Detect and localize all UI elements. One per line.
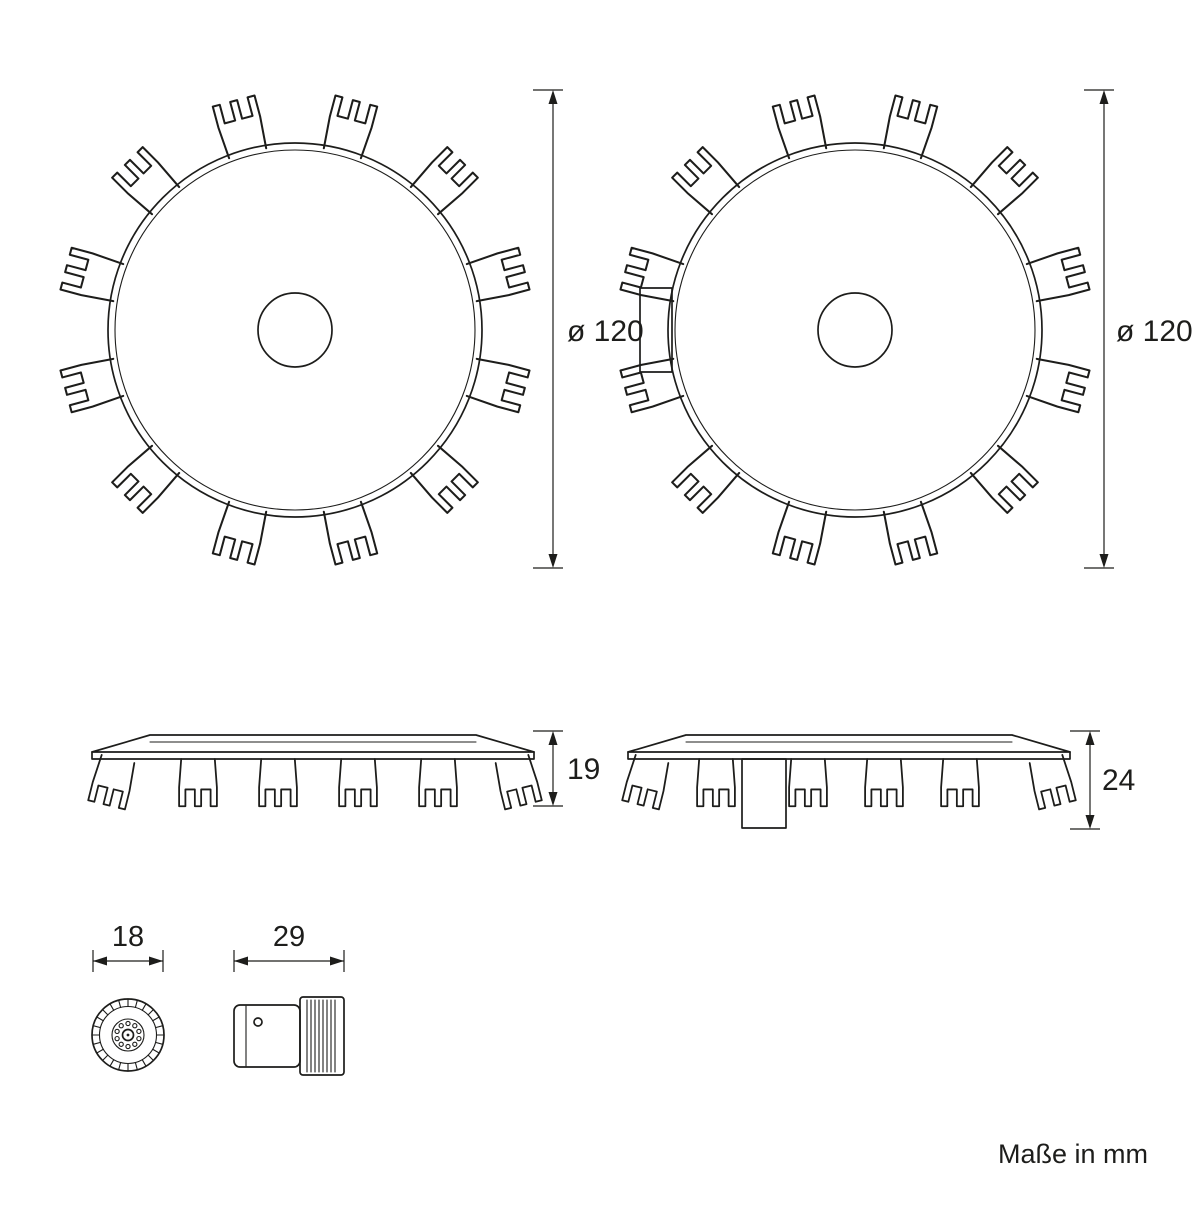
mounting-tab-side xyxy=(788,758,828,808)
mounting-tab xyxy=(465,357,531,414)
dim-label-base-length: 29 xyxy=(273,921,305,953)
mounting-tab xyxy=(409,146,479,216)
disc-top-view-left xyxy=(59,94,531,566)
mounting-tab xyxy=(671,444,741,514)
mounting-tab xyxy=(619,357,685,414)
mounting-tab xyxy=(59,246,125,303)
mounting-tab xyxy=(322,500,379,566)
latch-tab-side xyxy=(741,758,787,829)
dimension-annotations xyxy=(92,89,1114,972)
mounting-tab-side xyxy=(864,758,904,808)
mounting-tab xyxy=(111,444,181,514)
dim-label-disc-left-diameter: ø 120 xyxy=(567,315,644,348)
dim-label-disc-right-diameter: ø 120 xyxy=(1116,315,1193,348)
base-pin xyxy=(253,1017,263,1027)
dim-label-side-left-height: 19 xyxy=(567,753,600,786)
mounting-tab xyxy=(619,246,685,303)
disc-side-view-left xyxy=(87,734,543,811)
mounting-tab xyxy=(322,94,379,160)
lamp-base-side-view xyxy=(233,996,345,1076)
latch-tab xyxy=(639,287,673,373)
disc-top-view-right xyxy=(619,94,1091,566)
mounting-tab xyxy=(969,444,1039,514)
mounting-tab xyxy=(59,357,125,414)
mounting-tab xyxy=(211,94,268,160)
base-ribbed-cap xyxy=(299,996,345,1076)
dim-label-cap-diameter: 18 xyxy=(112,921,144,953)
mounting-tab xyxy=(1025,246,1091,303)
center-hole xyxy=(257,292,333,368)
mounting-tab-side xyxy=(87,754,136,811)
disc-side-view-right xyxy=(621,734,1077,829)
mounting-tab-side xyxy=(696,758,736,808)
mounting-tab xyxy=(882,500,939,566)
mounting-tab-side xyxy=(1028,754,1077,811)
mounting-tab xyxy=(211,500,268,566)
mounting-tab xyxy=(771,94,828,160)
mounting-tab-side xyxy=(940,758,980,808)
mounting-tab-side xyxy=(338,758,378,808)
cap-front-view xyxy=(91,998,165,1072)
mounting-tab-side xyxy=(494,754,543,811)
mounting-tab-side xyxy=(258,758,298,808)
dim-label-side-right-height: 24 xyxy=(1102,764,1135,797)
mounting-tab-side xyxy=(621,754,670,811)
mounting-tab xyxy=(671,146,741,216)
mounting-tab-side xyxy=(418,758,458,808)
mounting-tab xyxy=(969,146,1039,216)
mounting-tab xyxy=(465,246,531,303)
mounting-tab xyxy=(111,146,181,216)
mounting-tab xyxy=(882,94,939,160)
mounting-tab xyxy=(771,500,828,566)
mounting-tab-side xyxy=(178,758,218,808)
base-body xyxy=(233,1004,301,1068)
mounting-tab xyxy=(1025,357,1091,414)
mounting-tab xyxy=(409,444,479,514)
units-note: Maße in mm xyxy=(998,1139,1148,1169)
center-hole xyxy=(817,292,893,368)
